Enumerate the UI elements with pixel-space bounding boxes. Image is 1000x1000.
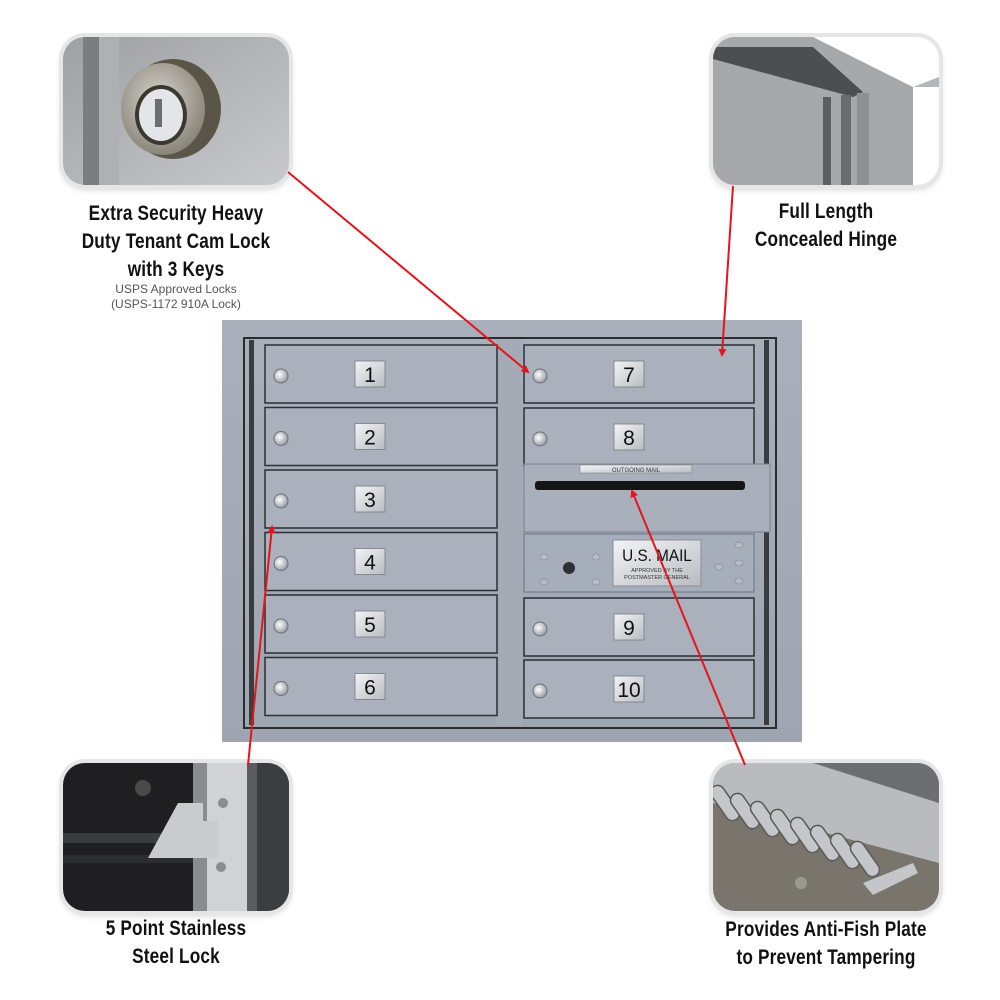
door-lock-icon[interactable] <box>532 368 548 384</box>
door-lock-icon[interactable] <box>273 493 289 509</box>
door-number-plate <box>354 548 386 575</box>
mailbox-door[interactable]: 2 <box>264 406 498 467</box>
cam-lock-title-line: with 3 Keys <box>127 258 225 281</box>
door-lock-icon[interactable] <box>273 556 289 571</box>
door-lock-icon[interactable] <box>532 431 548 447</box>
cam-lock-title: Extra Security Heavy Duty Tenant Cam Loc… <box>64 200 287 284</box>
hinge-title-line: Full Length <box>778 200 874 223</box>
mailbox-door[interactable]: 10 <box>523 659 755 719</box>
door-number: 8 <box>623 427 635 450</box>
door-lock-icon[interactable] <box>273 681 289 696</box>
outgoing-mail-label: OUTGOING MAIL <box>612 468 661 474</box>
stainless-lock-title: 5 Point Stainless Steel Lock <box>64 915 287 971</box>
anti-fish-title-line: to Prevent Tampering <box>736 946 916 969</box>
door-number: 7 <box>623 364 635 387</box>
cam-lock-sub-line: USPS Approved Locks <box>115 282 237 296</box>
door-number-plate <box>354 610 386 638</box>
us-mail-title: U.S. MAIL <box>622 546 692 565</box>
stainless-lock-photo <box>63 763 289 911</box>
door-number-plate <box>613 423 645 451</box>
door-number: 6 <box>364 677 376 700</box>
outgoing-mail-slot[interactable]: OUTGOING MAIL <box>523 463 771 533</box>
door-number: 2 <box>364 427 376 450</box>
anti-fish-title: Provides Anti-Fish Plate to Prevent Tamp… <box>706 916 945 972</box>
cam-lock-title-line: Extra Security Heavy <box>88 202 264 225</box>
stainless-lock-title-line: 5 Point Stainless <box>105 917 247 940</box>
cam-lock-sub-line: (USPS-1172 910A Lock) <box>111 297 241 311</box>
door-number-plate <box>354 673 386 700</box>
door-lock-icon[interactable] <box>273 618 289 634</box>
door-number: 4 <box>364 552 376 575</box>
cam-lock-subtitle: USPS Approved Locks (USPS-1172 910A Lock… <box>60 282 292 312</box>
hinge-title: Full Length Concealed Hinge <box>714 198 937 254</box>
anti-fish-title-line: Provides Anti-Fish Plate <box>725 918 927 941</box>
concealed-hinge-photo <box>713 37 939 185</box>
mailbox-door[interactable]: 9 <box>523 597 755 657</box>
mailbox-door[interactable]: 1 <box>264 344 498 404</box>
cam-lock-title-line: Duty Tenant Cam Lock <box>81 230 271 253</box>
door-number-plate <box>354 423 386 450</box>
door-number-plate <box>354 485 386 513</box>
door-lock-icon[interactable] <box>273 368 289 384</box>
stainless-lock-title-line: Steel Lock <box>132 945 220 968</box>
mailbox-door[interactable]: 5 <box>264 594 498 654</box>
door-lock-icon[interactable] <box>273 431 289 446</box>
door-number-plate <box>613 360 645 388</box>
door-number: 1 <box>364 364 376 387</box>
mailbox-unit: 1 2 3 4 5 6 7 8 9 10 OUTGOING MAIL U.S. MAIL APP… <box>222 320 802 742</box>
door-number: 10 <box>617 679 640 702</box>
mailbox-door[interactable]: 4 <box>264 531 498 592</box>
us-mail-panel: U.S. MAIL APPROVED BY THE POSTMASTER GEN… <box>523 533 755 593</box>
door-number: 5 <box>364 614 376 637</box>
mailbox-door[interactable]: 6 <box>264 656 498 717</box>
cam-lock-photo <box>63 37 289 185</box>
mailbox-door[interactable]: 7 <box>523 344 755 404</box>
hinge-title-line: Concealed Hinge <box>754 228 898 251</box>
anti-fish-plate-photo <box>713 763 939 911</box>
mailbox-door[interactable]: 3 <box>264 469 498 529</box>
door-lock-icon[interactable] <box>532 621 548 637</box>
door-number: 3 <box>364 489 376 512</box>
mailbox-door[interactable]: 8 <box>523 407 755 467</box>
door-lock-icon[interactable] <box>532 683 548 699</box>
door-number: 9 <box>623 617 635 640</box>
us-mail-sub-line: APPROVED BY THE <box>631 568 683 574</box>
us-mail-sub-line: POSTMASTER GENERAL <box>624 575 690 581</box>
